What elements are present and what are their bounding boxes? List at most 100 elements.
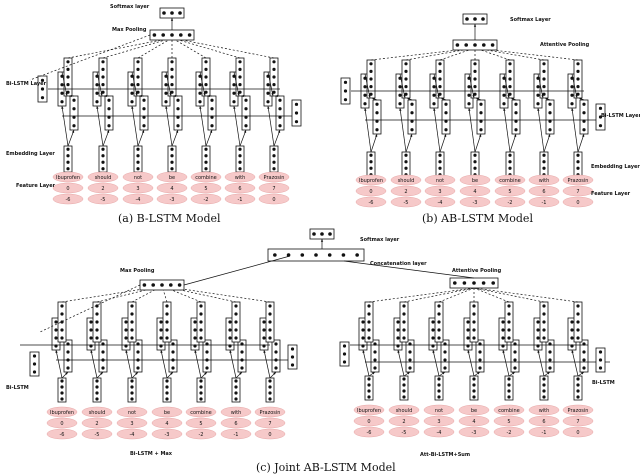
neuron-dot — [165, 320, 169, 324]
neuron-dot — [404, 69, 408, 73]
neuron-dot — [369, 153, 373, 157]
neuron-dot — [542, 320, 546, 324]
neuron-dot — [404, 62, 408, 66]
neuron-dot — [312, 232, 316, 236]
token-ellipse — [390, 174, 422, 186]
arrow-head — [273, 372, 276, 375]
neuron-dot — [408, 366, 412, 370]
arrow-head — [267, 106, 270, 109]
feature-ellipse-c — [423, 415, 455, 427]
neuron-dot — [262, 328, 266, 332]
connection-arrow — [263, 349, 271, 379]
feature-ellipse-c — [528, 426, 560, 438]
feature-ellipse — [528, 185, 560, 197]
neuron-dot — [268, 312, 272, 316]
neuron-dot — [228, 320, 232, 324]
feature-ellipse-text: 0 — [576, 200, 579, 206]
neuron-dot — [404, 160, 408, 164]
neuron-dot — [60, 100, 64, 104]
neuron-dot — [234, 304, 238, 308]
neuron-dot — [508, 85, 512, 89]
neuron-dot — [472, 377, 476, 381]
neuron-dot — [232, 91, 236, 95]
feature-ellipse-text: 6 — [238, 186, 241, 192]
token-ellipse-c-text: Prazosin — [568, 408, 589, 414]
feature-ellipse — [258, 193, 290, 205]
caption-b: (b) AB-LSTM Model — [422, 212, 533, 225]
pooling-link — [171, 37, 275, 59]
connection-arrow — [61, 105, 69, 147]
neuron-dot — [89, 336, 93, 340]
feature-ellipse-c-text: 3 — [437, 419, 440, 425]
feature-ellipse-c-text: -1 — [234, 432, 239, 438]
neuron-dot — [142, 107, 146, 111]
feature-ellipse-c — [151, 428, 183, 440]
neuron-dot — [130, 336, 134, 340]
neuron-dot — [178, 11, 182, 15]
max-pooling-label-c: Max Pooling — [120, 268, 155, 274]
neuron-dot — [240, 350, 244, 354]
neuron-dot — [72, 124, 76, 128]
neuron-dot — [268, 304, 272, 308]
arrow-head — [441, 97, 444, 101]
feature-ellipse-text: -1 — [542, 200, 547, 206]
connection-arrow — [439, 133, 447, 153]
feature-ellipse-text: 4 — [473, 189, 476, 195]
neuron-dot — [204, 147, 208, 151]
neuron-dot — [136, 350, 140, 354]
neuron-dot — [136, 90, 140, 94]
arrow-head — [362, 350, 365, 353]
arrow-head — [131, 106, 134, 109]
connection-arrow — [370, 133, 378, 153]
neuron-dot — [473, 85, 477, 89]
neuron-dot — [479, 111, 483, 115]
token-ellipse-text: Prazosin — [568, 178, 589, 184]
neuron-dot — [130, 385, 134, 389]
arrow-head — [170, 18, 174, 21]
neuron-dot — [136, 60, 140, 64]
neuron-dot — [136, 67, 140, 71]
neuron-dot — [536, 93, 540, 97]
neuron-dot — [536, 102, 540, 106]
neuron-dot — [278, 98, 282, 102]
neuron-dot — [576, 320, 580, 324]
neuron-dot — [570, 93, 574, 97]
feature-ellipse-c-text: -3 — [472, 430, 477, 436]
neuron-dot — [294, 120, 299, 124]
neuron-dot — [582, 366, 586, 370]
connection-arrow — [364, 73, 371, 99]
arrow-head — [473, 24, 477, 27]
neuron-dot — [32, 354, 37, 358]
neuron-dot — [443, 366, 447, 370]
neuron-dot — [576, 69, 580, 73]
feature-ellipse — [562, 196, 594, 208]
neuron-dot — [542, 62, 546, 66]
connection-arrow — [537, 349, 545, 377]
arrow-head — [106, 130, 110, 133]
neuron-dot — [244, 107, 248, 111]
arrow-head — [503, 108, 506, 111]
feature-ellipse-text: -6 — [66, 197, 71, 203]
neuron-dot — [199, 320, 203, 324]
neuron-dot — [95, 320, 99, 324]
neuron-dot — [107, 107, 111, 111]
neuron-dot — [66, 60, 70, 64]
neuron-dot — [367, 377, 371, 381]
pooling-link — [171, 37, 207, 59]
neuron-dot — [548, 350, 552, 354]
neuron-dot — [402, 336, 406, 340]
arrow-head — [514, 134, 517, 137]
neuron-dot — [443, 350, 447, 354]
arrow-head — [209, 130, 213, 133]
neuron-dot — [507, 304, 511, 308]
neuron-dot — [404, 85, 408, 89]
caption-a: (a) B-LSTM Model — [118, 212, 221, 225]
arrow-head — [135, 372, 138, 375]
token-ellipse — [355, 174, 387, 186]
neuron-dot — [363, 93, 367, 97]
neuron-dot — [199, 304, 203, 308]
neuron-dot — [548, 102, 552, 106]
neuron-dot — [582, 111, 586, 115]
neuron-dot — [453, 281, 457, 285]
feature-ellipse-text: 6 — [542, 189, 545, 195]
